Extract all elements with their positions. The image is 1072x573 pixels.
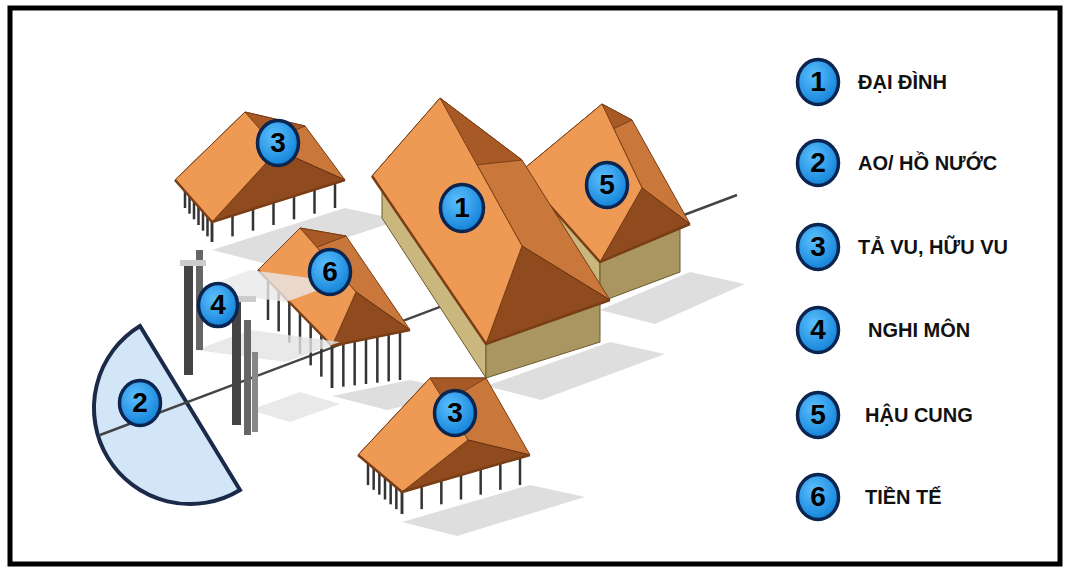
callout-circle: 2 bbox=[117, 378, 163, 428]
legend-label: TIỀN TẾ bbox=[865, 486, 942, 509]
legend-label: TẢ VU, HỮU VU bbox=[858, 236, 1008, 259]
callout-circle: 3 bbox=[795, 222, 841, 272]
callout-number: 3 bbox=[795, 222, 841, 261]
callout-number: 6 bbox=[307, 247, 353, 286]
callout-number: 5 bbox=[795, 390, 841, 429]
legend-label: HẬU CUNG bbox=[865, 404, 973, 427]
callout-circle: 5 bbox=[795, 390, 841, 440]
callout-circle: 6 bbox=[795, 472, 841, 522]
legend-label: ĐẠI ĐÌNH bbox=[858, 71, 947, 94]
callout-number: 4 bbox=[196, 281, 240, 319]
callout-number: 2 bbox=[795, 138, 841, 177]
callout-circle: 3 bbox=[432, 388, 478, 438]
callout-number: 1 bbox=[795, 57, 841, 96]
legend-label: AO/ HỒ NƯỚC bbox=[858, 152, 997, 175]
legend-label: NGHI MÔN bbox=[868, 319, 970, 342]
callout-circle: 4 bbox=[795, 305, 841, 355]
callout-number: 2 bbox=[117, 378, 163, 417]
callout-number: 1 bbox=[438, 182, 486, 222]
callout-circle: 1 bbox=[438, 182, 486, 234]
callout-circle: 2 bbox=[795, 138, 841, 188]
callout-number: 6 bbox=[795, 472, 841, 511]
callout-number: 3 bbox=[432, 388, 478, 427]
buildings bbox=[175, 98, 690, 514]
frame bbox=[10, 8, 1060, 564]
callout-circle: 3 bbox=[255, 118, 301, 168]
callout-number: 3 bbox=[255, 118, 301, 157]
callout-number: 4 bbox=[795, 305, 841, 344]
callout-number: 5 bbox=[584, 160, 630, 199]
callout-circle: 5 bbox=[584, 160, 630, 210]
callout-circle: 6 bbox=[307, 247, 353, 297]
callout-circle: 1 bbox=[795, 57, 841, 107]
callout-circle: 4 bbox=[196, 281, 240, 329]
